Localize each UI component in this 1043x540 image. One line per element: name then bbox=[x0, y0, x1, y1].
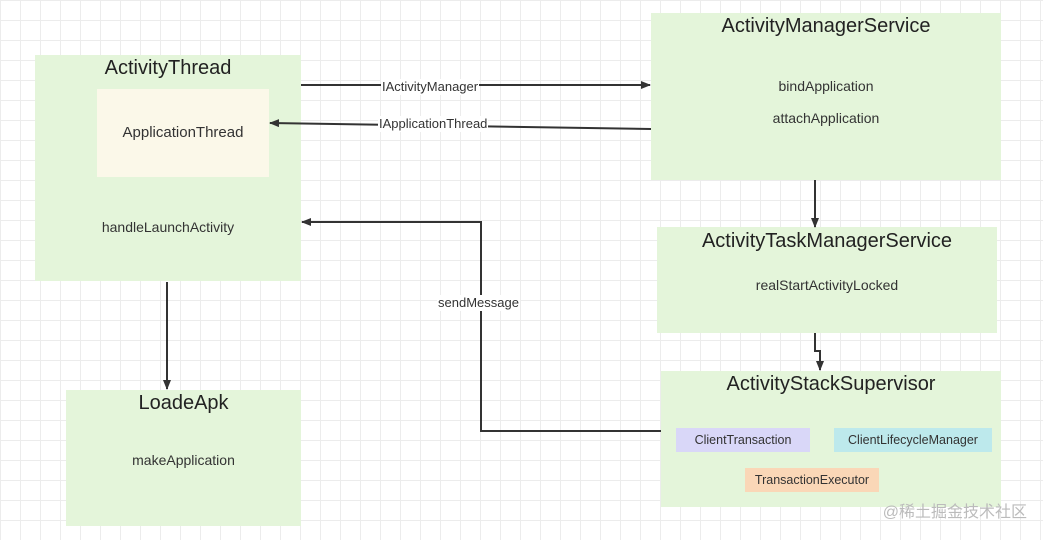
atms-to-supervisor-arrow bbox=[814, 333, 824, 371]
activity-thread-title: ActivityThread bbox=[104, 57, 232, 79]
iactivity-manager-label: IActivityManager bbox=[381, 79, 480, 95]
client-transaction-chip[interactable]: ClientTransaction bbox=[676, 428, 810, 452]
make-application-label: makeApplication bbox=[132, 452, 235, 468]
bind-application-label: bindApplication bbox=[778, 78, 874, 94]
activity-task-manager-service-node[interactable]: ActivityTaskManagerService realStartActi… bbox=[657, 227, 997, 333]
loaded-apk-node[interactable]: LoadeApk makeApplication bbox=[66, 390, 301, 526]
activity-task-manager-service-title: ActivityTaskManagerService bbox=[701, 230, 953, 252]
handle-launch-activity-label: handleLaunchActivity bbox=[101, 219, 235, 235]
activity-stack-supervisor-title: ActivityStackSupervisor bbox=[726, 373, 936, 395]
activity-manager-service-node[interactable]: ActivityManagerService bindApplication a… bbox=[651, 13, 1001, 180]
application-thread-title: ApplicationThread bbox=[122, 124, 244, 141]
loaded-apk-title: LoadeApk bbox=[138, 392, 229, 414]
attach-application-label: attachApplication bbox=[772, 110, 880, 126]
watermark: @稀土掘金技术社区 bbox=[882, 504, 1027, 521]
iapplication-thread-label: IApplicationThread bbox=[378, 116, 489, 132]
client-lifecycle-manager-chip[interactable]: ClientLifecycleManager bbox=[834, 428, 992, 452]
transaction-executor-chip[interactable]: TransactionExecutor bbox=[745, 468, 879, 492]
activity-manager-service-title: ActivityManagerService bbox=[721, 15, 931, 37]
real-start-activity-locked-label: realStartActivityLocked bbox=[755, 277, 899, 293]
application-thread-node[interactable]: ApplicationThread bbox=[97, 89, 269, 177]
send-message-label: sendMessage bbox=[437, 295, 520, 311]
send-message-arrow bbox=[301, 218, 661, 432]
